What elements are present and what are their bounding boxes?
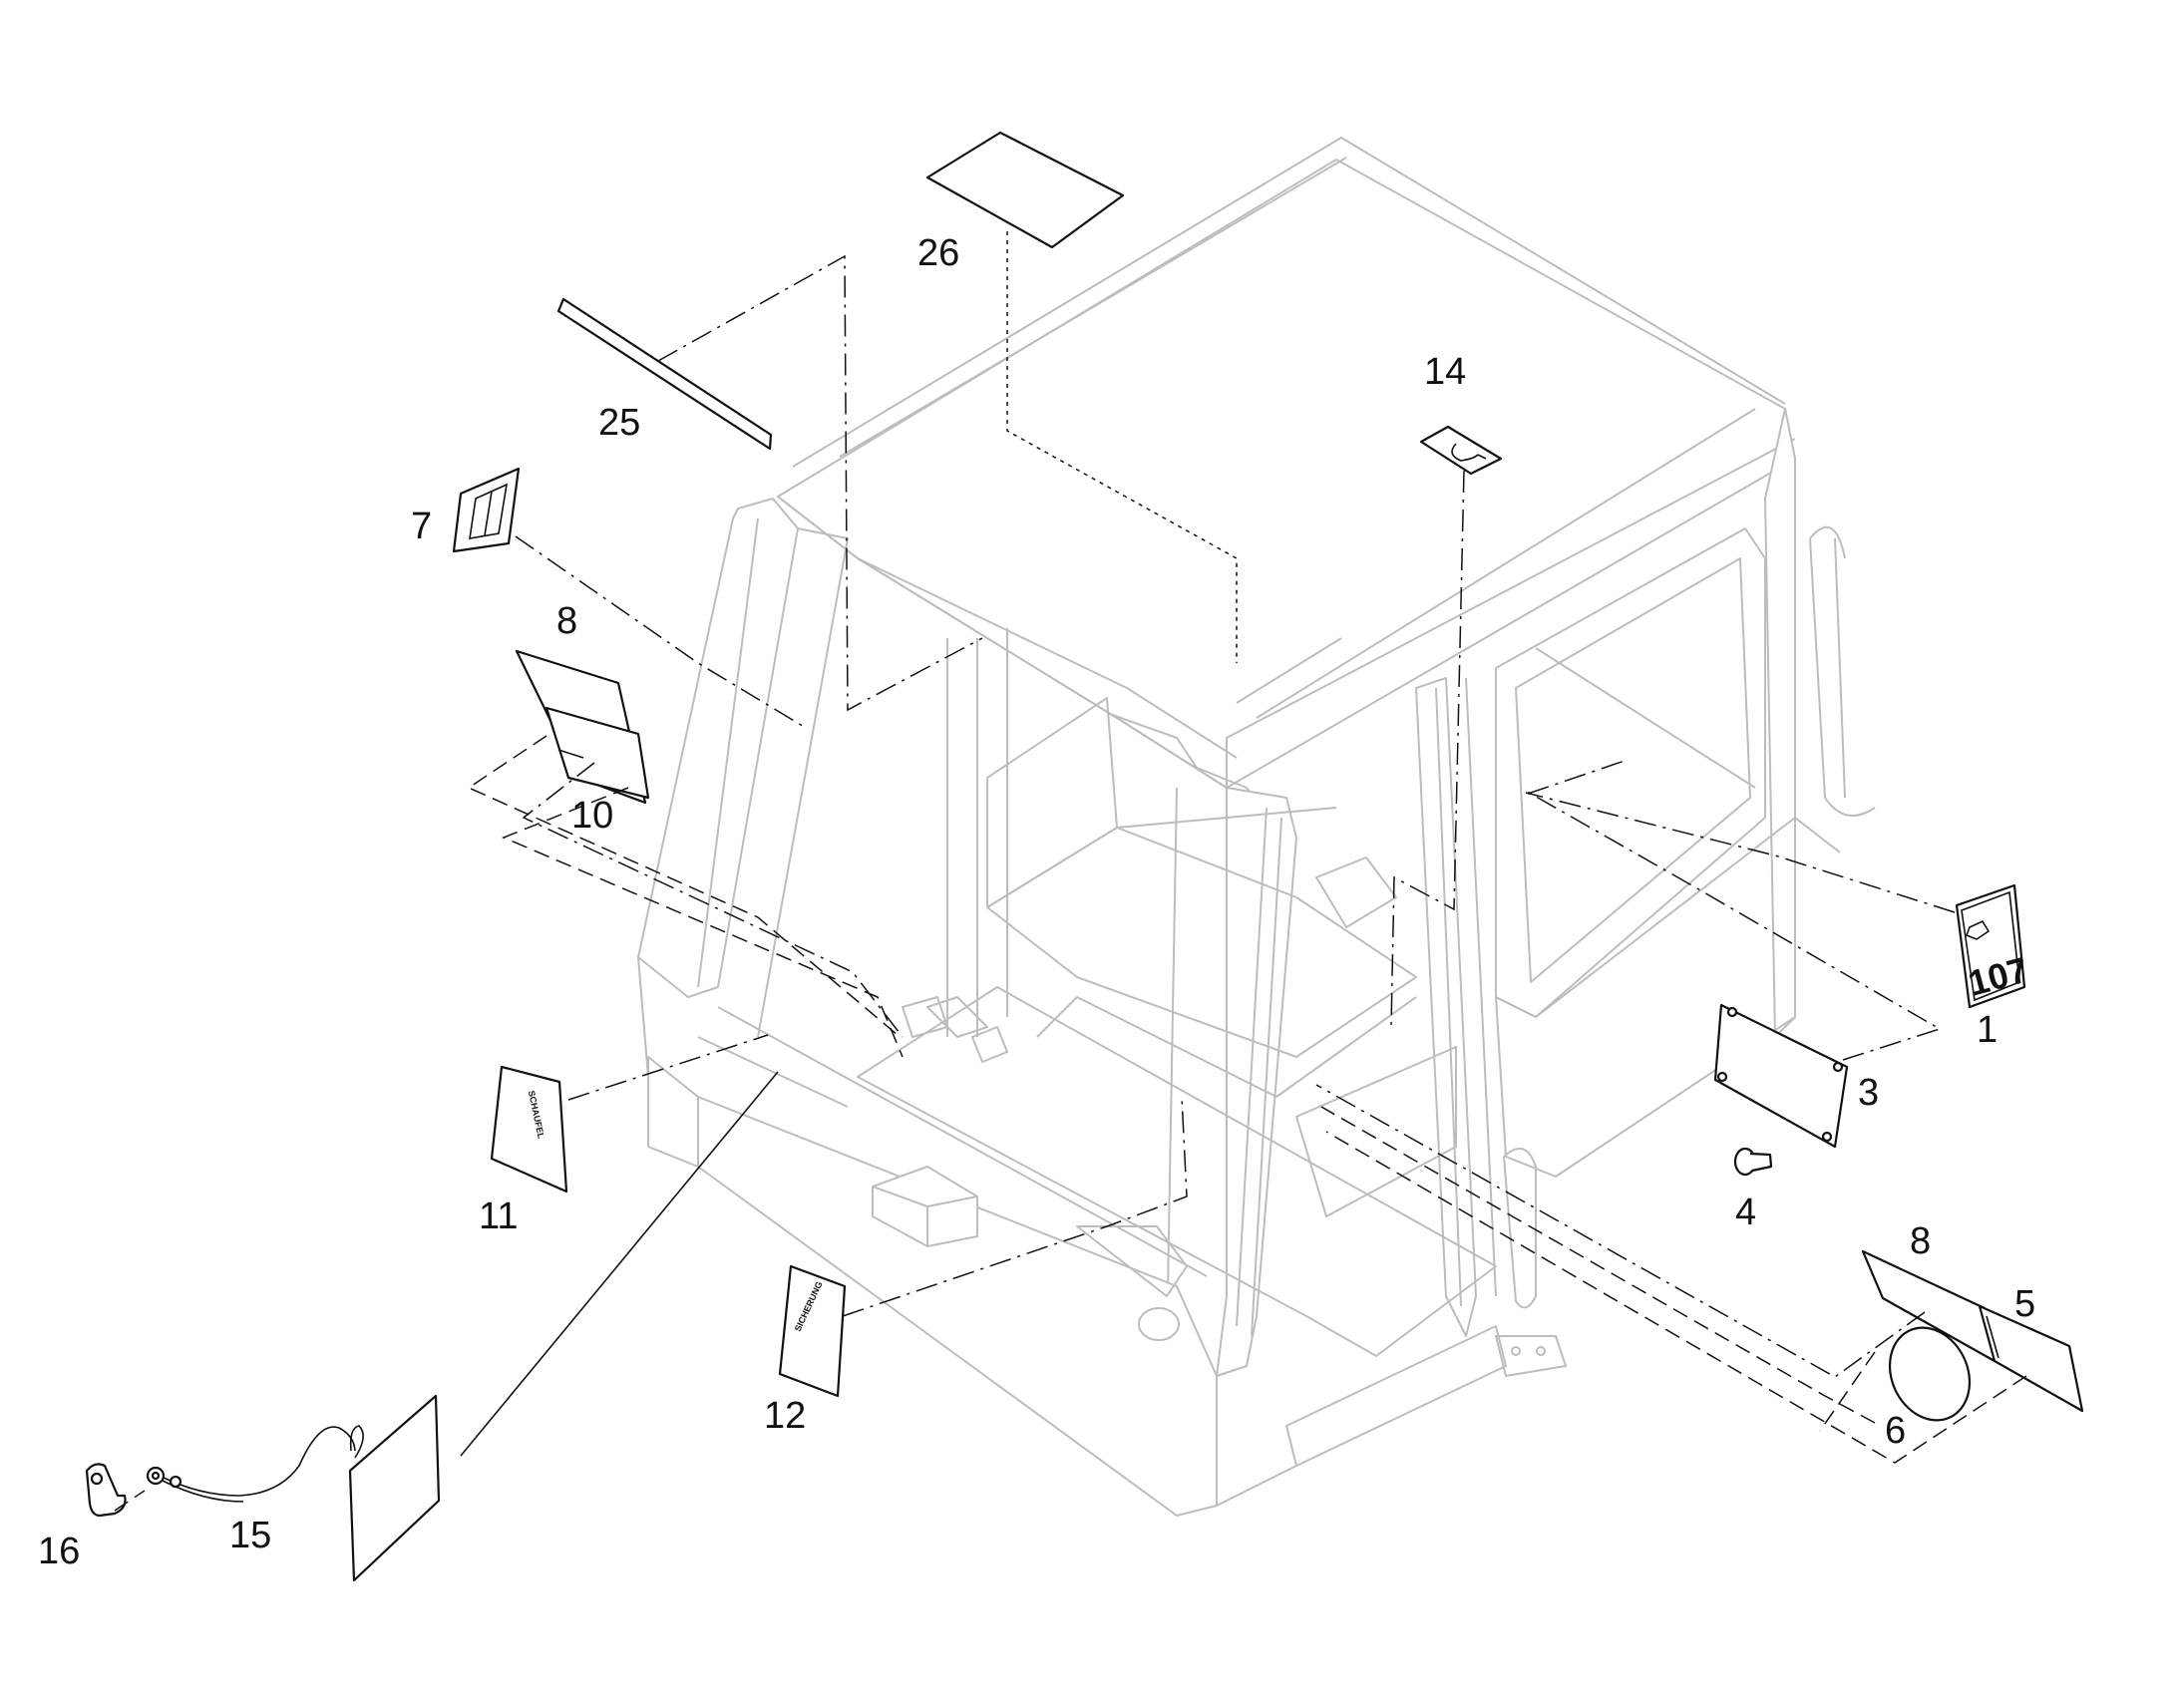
callout-5: 5 bbox=[2014, 1283, 2035, 1325]
callout-25: 25 bbox=[598, 402, 640, 444]
part-26-roof-decal bbox=[925, 131, 1125, 249]
part-1-number-plate: 107 bbox=[1955, 883, 2032, 1009]
callout-6: 6 bbox=[1885, 1410, 1906, 1452]
part-3-plate bbox=[1713, 1003, 1849, 1149]
callout-4: 4 bbox=[1735, 1192, 1756, 1233]
cab-left-front-pillar bbox=[637, 498, 799, 998]
cab-floor bbox=[857, 986, 1497, 1357]
cab-mount-pad bbox=[1495, 1335, 1567, 1377]
cab-right-pillar bbox=[1415, 677, 1477, 1337]
part-11-decal: SCHAUFEL bbox=[490, 1065, 568, 1194]
cab-rear-pillar bbox=[1764, 408, 1796, 1038]
cab-side-panel bbox=[1495, 817, 1796, 1178]
part-14-roof-symbol-decal bbox=[1419, 425, 1503, 476]
cab-frame bbox=[637, 137, 1876, 1517]
part-25-strip-decal bbox=[556, 297, 773, 451]
leader-lines bbox=[114, 231, 2027, 1512]
callout-26: 26 bbox=[917, 232, 959, 274]
part-manual-pouch bbox=[348, 1394, 441, 1582]
callout-3: 3 bbox=[1858, 1072, 1879, 1114]
callout-15: 15 bbox=[229, 1515, 271, 1556]
callout-14: 14 bbox=[1424, 351, 1466, 393]
part-7-decal bbox=[452, 467, 521, 553]
part-5-decal bbox=[1978, 1304, 2084, 1413]
part-16-clip bbox=[85, 1463, 127, 1518]
callout-11: 11 bbox=[479, 1196, 518, 1237]
part-6-circular-decal bbox=[1888, 1326, 1972, 1422]
cab-horn bbox=[1138, 1307, 1180, 1341]
callout-numbers: 26 25 14 7 8 10 1 3 4 8 5 6 11 12 15 16 bbox=[38, 232, 2035, 1572]
callout-10: 10 bbox=[571, 795, 613, 837]
part-12-decal: SICHERUNG bbox=[778, 1264, 847, 1398]
cab-center-pillar bbox=[1216, 787, 1297, 1377]
callout-1: 1 bbox=[1977, 1009, 1998, 1051]
part-15-lanyard-cable bbox=[146, 1426, 356, 1503]
callout-8-right: 8 bbox=[1910, 1220, 1931, 1262]
part-4-knob bbox=[1733, 1147, 1773, 1177]
callout-12: 12 bbox=[764, 1395, 806, 1437]
callout-16: 16 bbox=[38, 1531, 80, 1572]
part-10-decal bbox=[545, 706, 650, 800]
cab-door-handle bbox=[1503, 1148, 1537, 1309]
callout-8-left: 8 bbox=[556, 600, 577, 642]
callout-7: 7 bbox=[411, 506, 432, 547]
